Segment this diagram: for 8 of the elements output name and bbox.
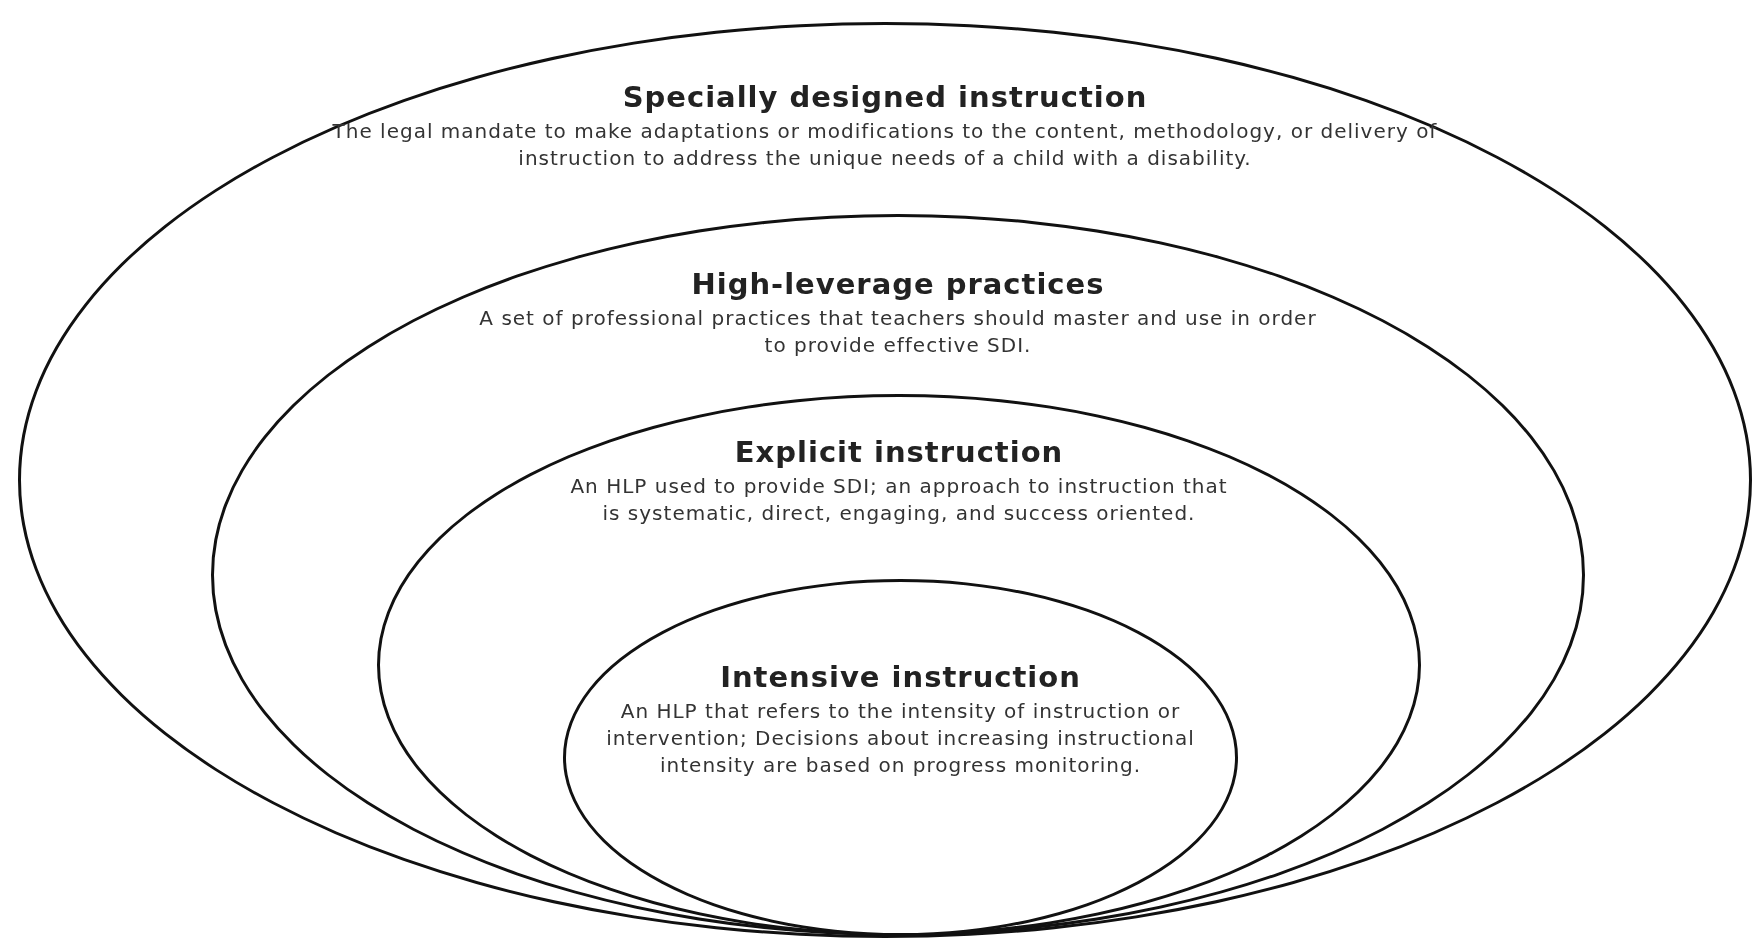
node-description: An HLP that refers to the intensity of instruction or intervention; Decisions about increasing instructional intensity are based on progress monitoring. bbox=[605, 698, 1196, 779]
node-description: The legal mandate to make adaptations or modifications to the content, methodology, or delivery of instruction to address the unique needs of a child with a disability. bbox=[331, 118, 1439, 172]
node-title: Intensive instruction bbox=[720, 660, 1081, 694]
node-description: An HLP used to provide SDI; an approach to instruction that is systematic, direct, engaging, and success oriented. bbox=[569, 473, 1229, 527]
node-title: Explicit instruction bbox=[734, 435, 1064, 469]
node-title: High-leverage practices bbox=[691, 267, 1105, 301]
node-description: A set of professional practices that teachers should master and use in order to provide effective SDI. bbox=[478, 305, 1318, 359]
node-title: Specially designed instruction bbox=[622, 80, 1148, 114]
